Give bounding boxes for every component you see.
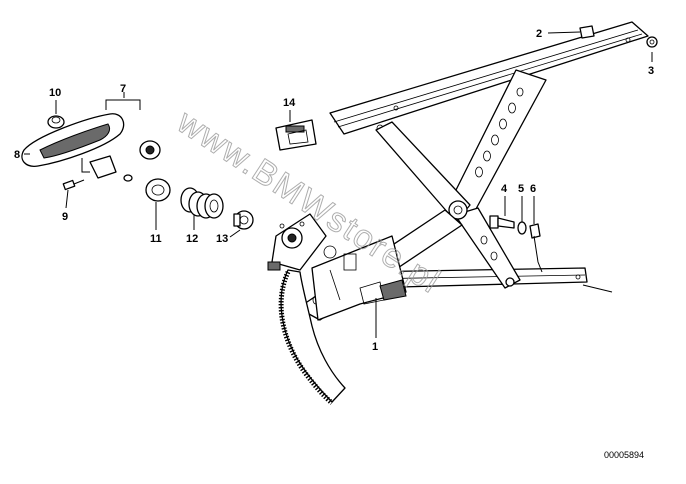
callout-7: 7 <box>120 83 126 95</box>
leader-lines <box>24 31 653 338</box>
lifting-arm <box>267 209 463 405</box>
callout-12: 12 <box>186 233 198 245</box>
rosette <box>123 174 171 202</box>
scissor-arm <box>375 69 547 289</box>
callout-3: 3 <box>648 65 654 77</box>
crank-handle <box>21 113 161 191</box>
callout-9: 9 <box>62 211 68 223</box>
callout-13: 13 <box>216 233 228 245</box>
callout-1: 1 <box>372 341 378 353</box>
callout-5: 5 <box>518 183 524 195</box>
washer-5 <box>517 221 527 235</box>
callout-8: 8 <box>14 149 20 161</box>
callout-10: 10 <box>49 87 61 99</box>
nut-6 <box>529 223 541 239</box>
nut-2 <box>579 25 595 39</box>
catalog-number: 00005894 <box>604 450 644 460</box>
callout-11: 11 <box>150 233 162 245</box>
callout-2: 2 <box>536 28 542 40</box>
bolt-4 <box>489 215 515 229</box>
spacer-sleeve <box>233 210 254 230</box>
callout-4: 4 <box>501 183 508 195</box>
upper-guide-rail <box>329 21 649 135</box>
callout-14: 14 <box>283 97 296 109</box>
guide-piece <box>275 119 317 151</box>
callout-6: 6 <box>530 183 536 195</box>
washer-3 <box>646 36 658 48</box>
spring <box>180 187 224 219</box>
